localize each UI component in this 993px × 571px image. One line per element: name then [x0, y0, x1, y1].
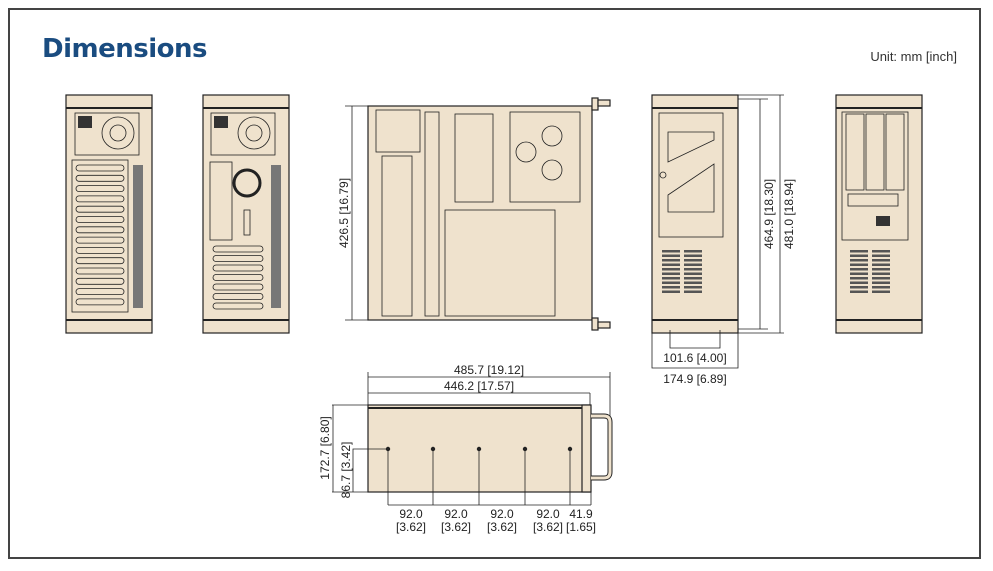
expansion-slot — [75, 298, 125, 306]
vent-slot — [662, 268, 680, 271]
top-view: 426.5 [16.79] — [337, 97, 611, 331]
vent-slot — [872, 250, 890, 253]
page-title: Dimensions — [42, 34, 207, 64]
vent-slot — [684, 259, 702, 262]
vent-slot — [684, 254, 702, 257]
dim-side-height: 172.7 [6.80] — [318, 416, 332, 479]
vent-slot — [872, 268, 890, 271]
expansion-slot — [212, 274, 264, 281]
expansion-slot — [212, 245, 264, 253]
vent-slot — [684, 268, 702, 271]
dim-front-height-inner: 464.9 [18.30] — [762, 179, 776, 249]
diagram-frame — [8, 8, 981, 559]
dim-side-length-total: 485.7 [19.12] — [454, 363, 524, 377]
vent-slot — [850, 281, 868, 284]
side-view: 485.7 [19.12] 446.2 [17.57] 172.7 [6.80]… — [318, 363, 613, 534]
expansion-slot — [75, 174, 125, 182]
rear-view-14-slot — [65, 94, 153, 334]
dim-hole-spacing-inch: [3.62] — [533, 520, 563, 534]
unit-label: Unit: mm [inch] — [870, 49, 957, 64]
vent-slot — [872, 281, 890, 284]
vent-slot — [850, 286, 868, 289]
dim-front-height-outer: 481.0 [18.94] — [782, 179, 796, 249]
expansion-slot — [75, 205, 125, 213]
vent-slot — [850, 277, 868, 280]
dim-side-half-height: 86.7 [3.42] — [339, 442, 353, 499]
expansion-slot — [75, 185, 125, 193]
dim-front-width: 174.9 [6.89] — [663, 372, 726, 386]
expansion-slot — [75, 288, 125, 296]
vent-slot — [850, 272, 868, 275]
expansion-slot — [75, 216, 125, 223]
expansion-slot — [212, 302, 264, 310]
vent-slot — [662, 281, 680, 284]
expansion-slot — [212, 293, 264, 300]
vent-slot — [662, 277, 680, 280]
vent-slot — [684, 286, 702, 289]
expansion-slot — [75, 277, 125, 285]
vent-slot — [662, 263, 680, 266]
expansion-slot — [75, 236, 125, 244]
expansion-slot — [75, 246, 125, 254]
vent-slot — [850, 290, 868, 293]
dim-hole-spacing-mm: 92.0 — [536, 507, 560, 521]
dim-hole-spacing-mm: 92.0 — [490, 507, 514, 521]
vent-slot — [684, 272, 702, 275]
vent-slot — [872, 259, 890, 262]
front-view: 464.9 [18.30] 481.0 [18.94] 101.6 [4.00]… — [651, 94, 796, 386]
front-view-door-open — [835, 94, 923, 334]
vent-slot — [850, 268, 868, 271]
vent-slot — [662, 250, 680, 253]
dim-front-handle-spacing: 101.6 [4.00] — [663, 351, 726, 365]
vent-slot — [662, 254, 680, 257]
vent-slot — [662, 290, 680, 293]
expansion-slot — [75, 226, 125, 234]
vent-slot — [872, 286, 890, 289]
dim-hole-spacing-mm: 92.0 — [444, 507, 468, 521]
vent-slot — [850, 250, 868, 253]
vent-slot — [684, 250, 702, 253]
vent-slot — [662, 259, 680, 262]
expansion-slot — [75, 164, 125, 172]
vent-slot — [872, 272, 890, 275]
vent-slot — [872, 277, 890, 280]
vent-slot — [684, 281, 702, 284]
expansion-slot — [75, 195, 125, 203]
vent-slot — [850, 254, 868, 257]
dim-hole-spacing-inch: [3.62] — [441, 520, 471, 534]
rear-view-motherboard — [202, 94, 290, 334]
expansion-slot — [212, 283, 264, 291]
vent-slot — [850, 263, 868, 266]
vent-slot — [872, 254, 890, 257]
dim-hole-spacing-inch: [3.62] — [396, 520, 426, 534]
expansion-slot — [75, 257, 125, 265]
expansion-slot — [75, 267, 125, 275]
dim-hole-spacing-inch: [3.62] — [487, 520, 517, 534]
dim-hole-spacing-inch: [1.65] — [566, 520, 596, 534]
vent-slot — [684, 290, 702, 293]
dim-top-depth: 426.5 [16.79] — [337, 178, 351, 248]
vent-slot — [662, 272, 680, 275]
vent-slot — [850, 259, 868, 262]
vent-slot — [662, 286, 680, 289]
dim-hole-spacing-mm: 41.9 — [569, 507, 593, 521]
vent-slot — [684, 263, 702, 266]
vent-slot — [872, 263, 890, 266]
dim-side-length-body: 446.2 [17.57] — [444, 379, 514, 393]
vent-slot — [684, 277, 702, 280]
expansion-slot — [212, 255, 264, 262]
dim-hole-spacing-mm: 92.0 — [399, 507, 423, 521]
vent-slot — [872, 290, 890, 293]
expansion-slot — [212, 264, 264, 272]
